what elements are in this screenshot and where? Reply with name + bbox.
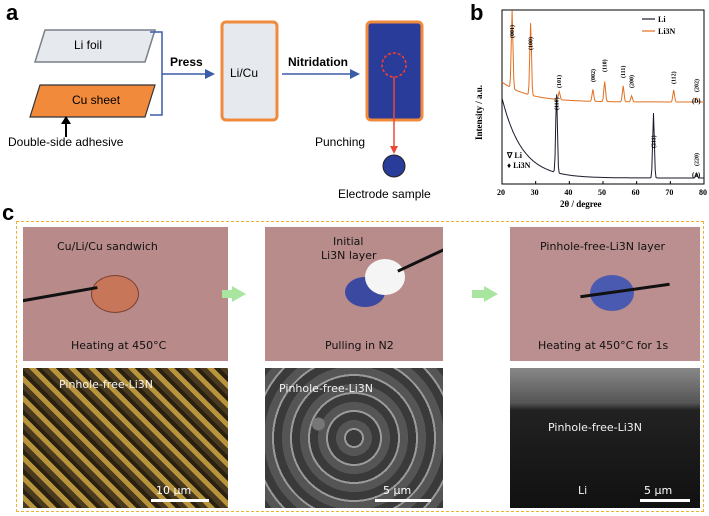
punch-arrow [390,146,398,154]
photo-pulling: Initial Li3N layer Pulling in N2 [265,227,443,361]
panel-b-letter: b [470,0,484,25]
peak-label: (220) [694,153,701,166]
x-tick-label: 20 [497,188,505,197]
curve-b-label: (b) [692,97,701,105]
sandwich-disk [91,275,139,313]
tweezer-2 [397,244,443,273]
sem-caption-1: Pinhole-free-Li3N [59,378,153,391]
caption-initial: Initial [333,235,364,248]
caption-pulling: Pulling in N2 [325,339,394,352]
sem-caption-3: Pinhole-free-Li3N [548,421,642,434]
scalebar-3 [640,499,690,502]
xrd-chart: 20 30 40 50 60 70 80 (001) (100) (101) (002) (110)… [474,9,707,209]
x-tick-label: 80 [699,188,707,197]
marker-legend-li3n: ♦ Li3N [507,161,531,170]
x-tick-label: 40 [564,188,572,197]
scalebar-2 [375,499,431,502]
press-arrow [205,69,215,79]
nitridation-arrow [350,69,360,79]
peak-label: (001) [509,25,516,38]
panel-a-diagram [29,20,424,178]
legend-li-text: Li [658,15,666,24]
caption-heating-2: Heating at 450°C for 1s [538,339,669,352]
scale-label-2: 5 μm [383,484,412,497]
sem-caption-2: Pinhole-free-Li3N [279,382,373,395]
white-layer [365,259,405,295]
right-arrow-1-shaft [222,290,234,298]
legend-li3n-text: Li3N [658,27,676,36]
electrode-label: Electrode sample [338,187,431,201]
li-foil-shape [33,29,157,63]
li3n-curve [501,10,704,103]
nitridation-label: Nitridation [288,55,348,69]
li-cu-box [220,20,279,122]
electrode-sample-shape [382,154,406,178]
peak-label: (112) [671,71,678,84]
li-foil-label: Li foil [74,38,103,52]
li-cu-label: Li/Cu [230,66,259,80]
panel-c-frame [16,221,704,512]
li-curve [501,94,704,179]
caption-pinhole-layer: Pinhole-free-Li3N layer [540,240,666,253]
adhesive-label: Double-side adhesive [8,135,124,149]
right-arrow-2-shaft [472,290,485,298]
panel-c-letter: c [2,200,15,225]
punching-label: Punching [315,135,366,149]
x-axis-label: 2θ / degree [560,199,602,209]
sem-photo-1: Pinhole-free-Li3N 10 μm [23,368,228,508]
caption-sandwich: Cu/Li/Cu sandwich [57,240,158,253]
peak-label: (202) [694,79,701,92]
peak-label: (211) [651,135,658,148]
y-axis-label: Intensity / a.u. [474,85,484,140]
tweezer [23,286,98,303]
caption-heating-1: Heating at 450°C [71,339,167,352]
scale-label-1: 10 μm [156,484,192,497]
photo-sandwich: Cu/Li/Cu sandwich Heating at 450°C [23,227,228,361]
peak-label: (110) [554,97,561,110]
cu-sheet-label: Cu sheet [72,93,121,107]
curve-a-label: (a) [692,171,701,179]
punch-circle [381,52,407,78]
scalebar-1 [151,499,209,502]
peak-label: (101) [556,75,563,88]
photo-pinhole-free: Pinhole-free-Li3N layer Heating at 450°C… [510,227,700,361]
right-arrow-1 [232,286,246,302]
x-tick-label: 30 [531,188,539,197]
peak-label: (100) [528,37,535,50]
peak-label: (110) [602,59,609,72]
right-arrow-2 [484,286,498,302]
sem-sub-label: Li [578,484,588,497]
adhesive-arrow [61,116,71,124]
cu-sheet-shape [29,84,156,118]
marker-legend-li: ∇ Li [506,151,523,160]
sem-photo-2: Pinhole-free-Li3N 5 μm [265,368,443,508]
peak-label: (200) [629,75,636,88]
panel-a-letter: a [6,0,19,25]
scale-label-3: 5 μm [644,484,673,497]
bracket [150,31,163,116]
caption-initial-layer: Li3N layer [321,249,377,262]
sem-photo-3: Pinhole-free-Li3N Li 5 μm [510,368,700,508]
x-tick-label: 50 [598,188,606,197]
peak-label: (002) [590,69,597,82]
peak-label: (111) [620,66,627,78]
x-tick-label: 70 [665,188,673,197]
x-tick-label: 60 [632,188,640,197]
press-label: Press [170,55,203,69]
